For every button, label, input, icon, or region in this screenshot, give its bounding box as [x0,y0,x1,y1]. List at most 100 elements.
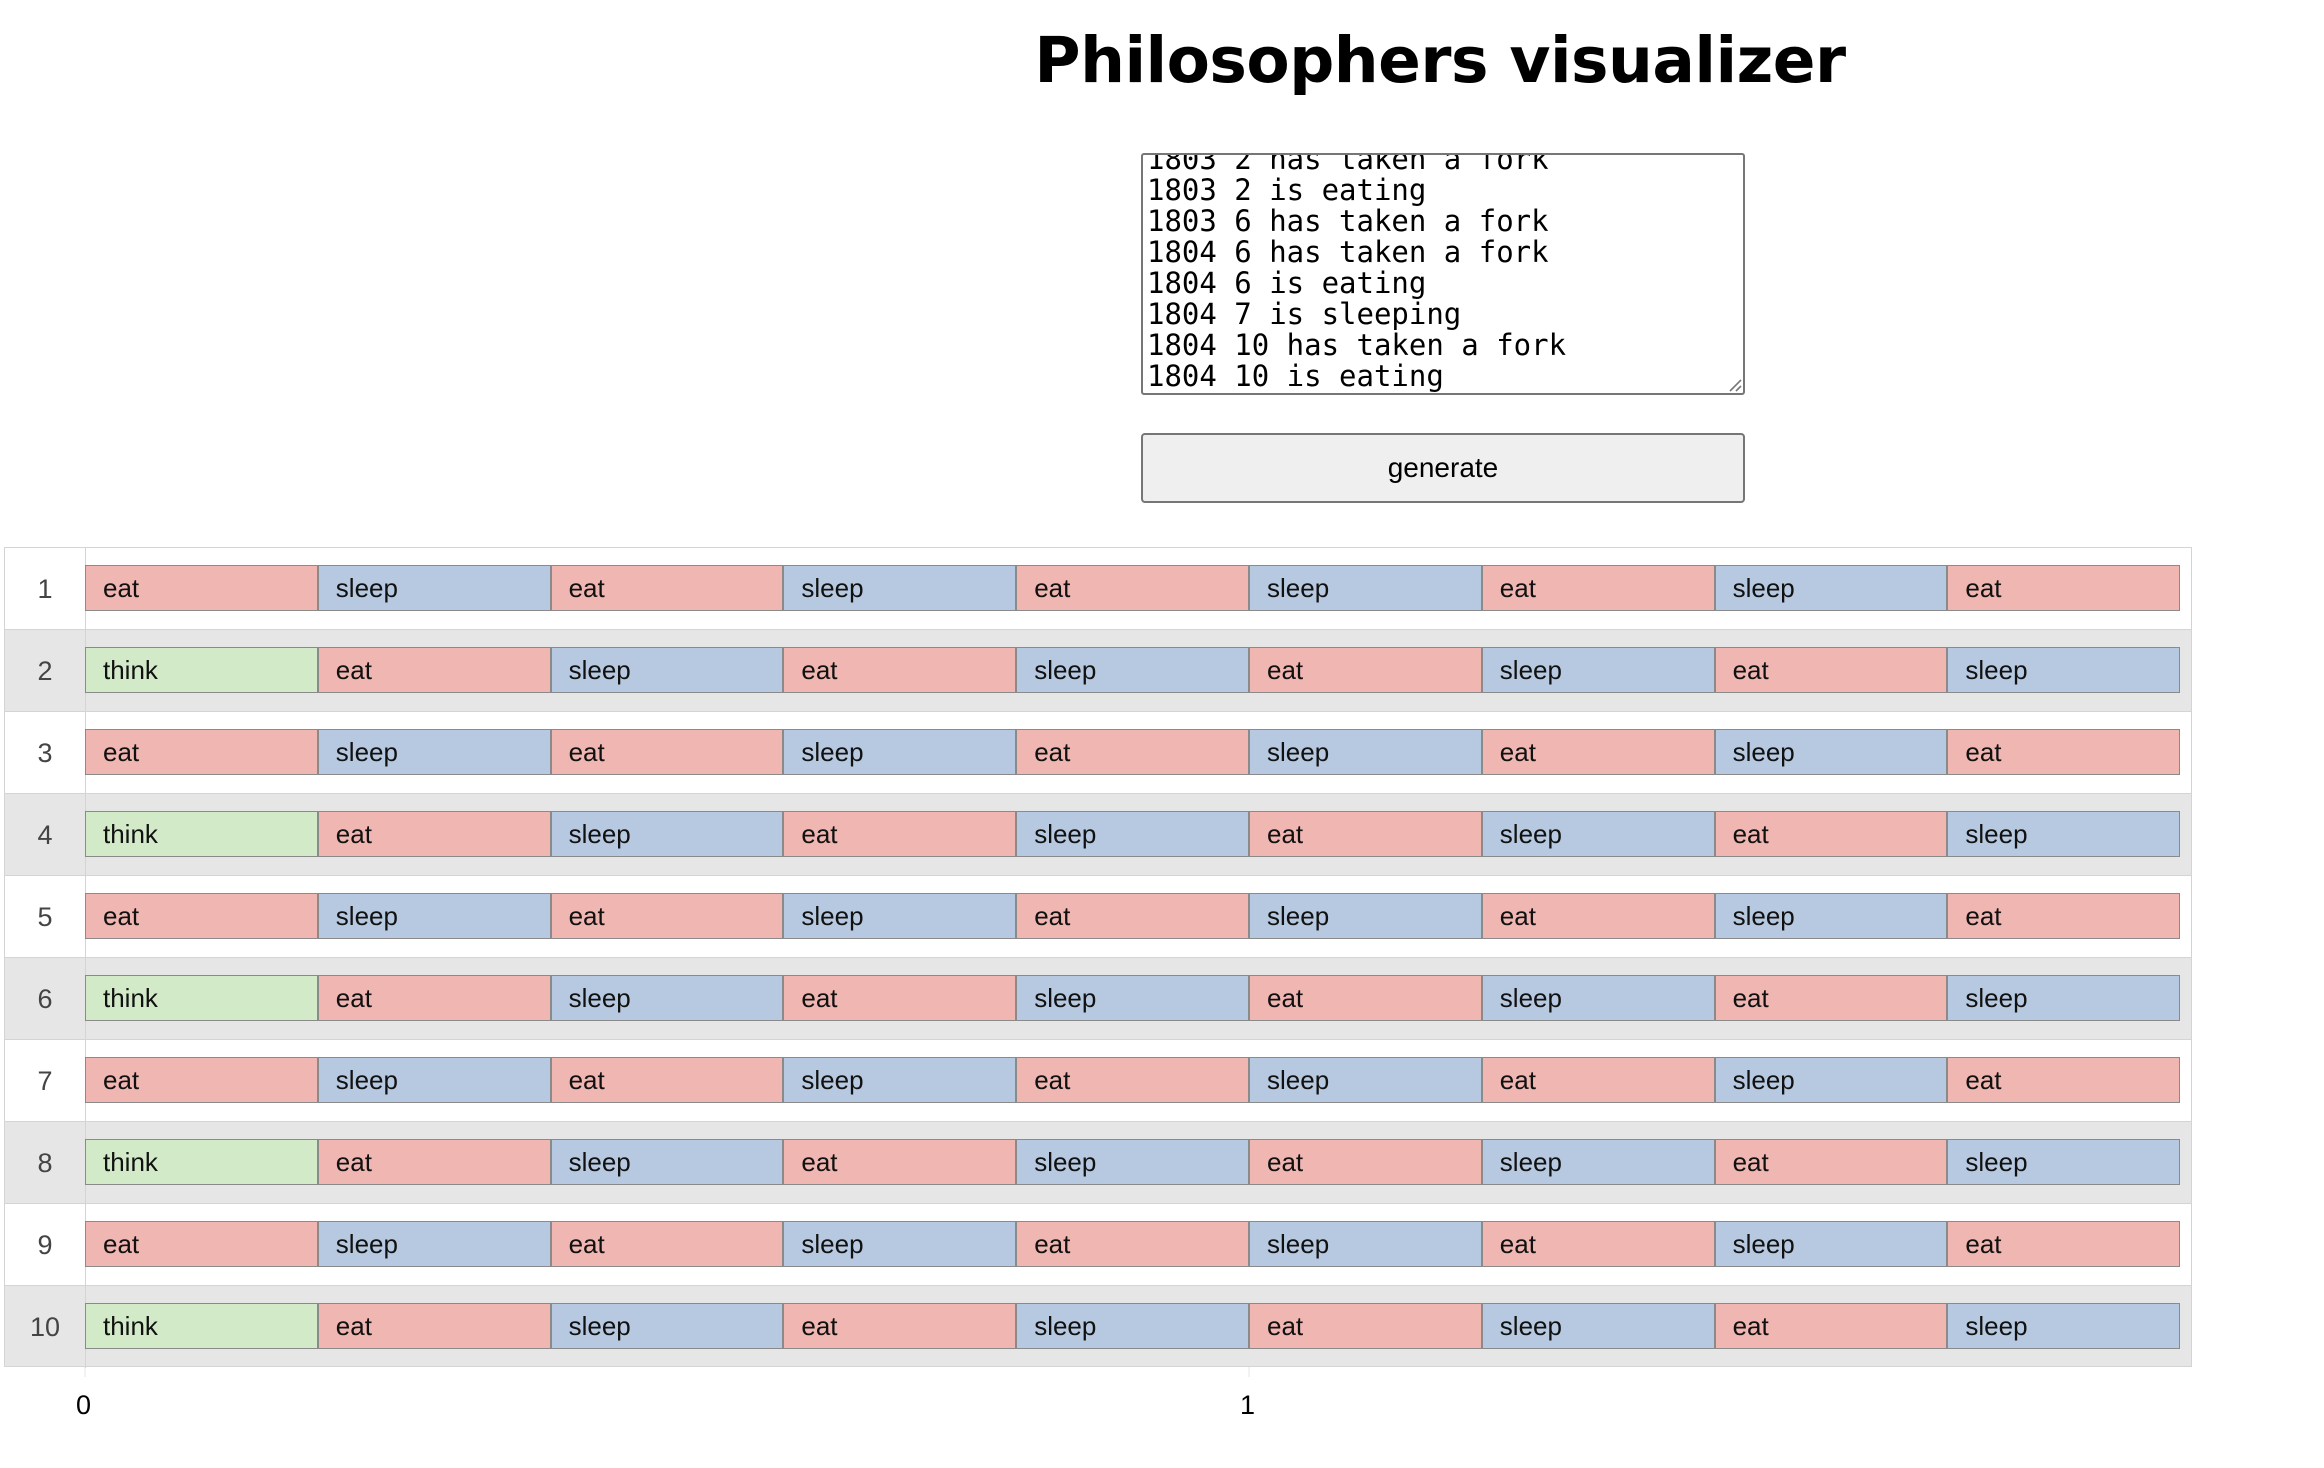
state-segment-eat: eat [1947,565,2181,611]
state-segment-sleep: sleep [1947,647,2181,693]
state-segment-think: think [85,647,318,693]
state-segment-eat: eat [783,975,1017,1021]
state-segment-eat: eat [1016,1221,1249,1267]
state-segment-sleep: sleep [783,565,1017,611]
state-segment-sleep: sleep [1714,893,1948,939]
state-segment-sleep: sleep [317,565,551,611]
state-segment-eat: eat [1016,729,1249,775]
state-segment-eat: eat [1481,1057,1715,1103]
state-segment-eat: eat [1016,1057,1249,1103]
philosopher-id: 9 [5,1204,86,1286]
state-segment-eat: eat [317,811,551,857]
state-segment-eat: eat [1481,1221,1715,1267]
state-segment-sleep: sleep [1481,1303,1715,1349]
state-segment-sleep: sleep [1016,1139,1249,1185]
resize-grip-icon[interactable] [1726,376,1742,392]
philosopher-id: 10 [5,1286,86,1368]
state-segment-eat: eat [550,729,784,775]
state-segment-eat: eat [85,565,318,611]
state-segment-sleep: sleep [1481,647,1715,693]
log-input[interactable]: 1803 2 has taken a fork 1803 2 is eating… [1141,153,1745,395]
axis-tick-label: 0 [76,1390,92,1420]
state-segment-sleep: sleep [1481,1139,1715,1185]
philosopher-id: 4 [5,794,86,876]
state-segment-sleep: sleep [1947,1303,2181,1349]
state-segment-sleep: sleep [1714,565,1948,611]
state-segment-eat: eat [1947,729,2181,775]
state-segment-eat: eat [1714,1303,1948,1349]
state-segment-sleep: sleep [1249,893,1482,939]
state-segment-sleep: sleep [317,1221,551,1267]
state-segment-eat: eat [1947,1057,2181,1103]
state-segment-sleep: sleep [783,729,1017,775]
state-segment-eat: eat [783,647,1017,693]
philosopher-id: 1 [5,548,86,630]
state-segment-sleep: sleep [317,729,551,775]
state-segment-eat: eat [783,1139,1017,1185]
state-segment-eat: eat [1016,893,1249,939]
state-segment-eat: eat [1249,647,1482,693]
state-segment-eat: eat [317,975,551,1021]
state-segment-eat: eat [1947,1221,2181,1267]
state-segment-eat: eat [317,1303,551,1349]
state-segment-eat: eat [550,565,784,611]
state-segment-sleep: sleep [783,893,1017,939]
state-segment-think: think [85,1139,318,1185]
state-segment-sleep: sleep [1249,729,1482,775]
state-segment-eat: eat [1481,729,1715,775]
state-segment-sleep: sleep [1249,1221,1482,1267]
state-segment-sleep: sleep [550,811,784,857]
generate-button[interactable]: generate [1141,433,1745,503]
state-segment-sleep: sleep [1016,975,1249,1021]
state-segment-sleep: sleep [1249,565,1482,611]
state-segment-sleep: sleep [1016,811,1249,857]
state-segment-sleep: sleep [550,975,784,1021]
page-title: Philosophers visualizer [1034,24,1846,97]
state-segment-eat: eat [1249,1139,1482,1185]
state-segment-sleep: sleep [1714,1057,1948,1103]
state-segment-eat: eat [1714,811,1948,857]
state-segment-eat: eat [550,1057,784,1103]
state-segment-eat: eat [1714,647,1948,693]
state-segment-sleep: sleep [1947,1139,2181,1185]
state-segment-sleep: sleep [1249,1057,1482,1103]
philosopher-id: 5 [5,876,86,958]
state-segment-sleep: sleep [550,1139,784,1185]
state-segment-sleep: sleep [1016,1303,1249,1349]
state-segment-sleep: sleep [1714,729,1948,775]
state-segment-eat: eat [85,729,318,775]
state-segment-think: think [85,1303,318,1349]
state-segment-sleep: sleep [783,1221,1017,1267]
state-segment-sleep: sleep [1016,647,1249,693]
state-segment-eat: eat [1249,975,1482,1021]
state-segment-eat: eat [85,1057,318,1103]
axis-tick-label: 1 [1240,1390,1256,1420]
state-segment-eat: eat [1249,1303,1482,1349]
state-segment-eat: eat [783,811,1017,857]
state-segment-eat: eat [550,893,784,939]
philosopher-id: 3 [5,712,86,794]
state-segment-eat: eat [317,1139,551,1185]
state-segment-eat: eat [85,893,318,939]
state-segment-sleep: sleep [550,647,784,693]
state-segment-eat: eat [1714,1139,1948,1185]
philosopher-id: 2 [5,630,86,712]
state-segment-eat: eat [317,647,551,693]
state-segment-sleep: sleep [783,1057,1017,1103]
state-segment-sleep: sleep [1481,811,1715,857]
state-segment-eat: eat [85,1221,318,1267]
state-segment-eat: eat [1481,565,1715,611]
state-segment-sleep: sleep [1947,975,2181,1021]
state-segment-eat: eat [1481,893,1715,939]
state-segment-eat: eat [1947,893,2181,939]
state-segment-eat: eat [550,1221,784,1267]
state-segment-eat: eat [1249,811,1482,857]
